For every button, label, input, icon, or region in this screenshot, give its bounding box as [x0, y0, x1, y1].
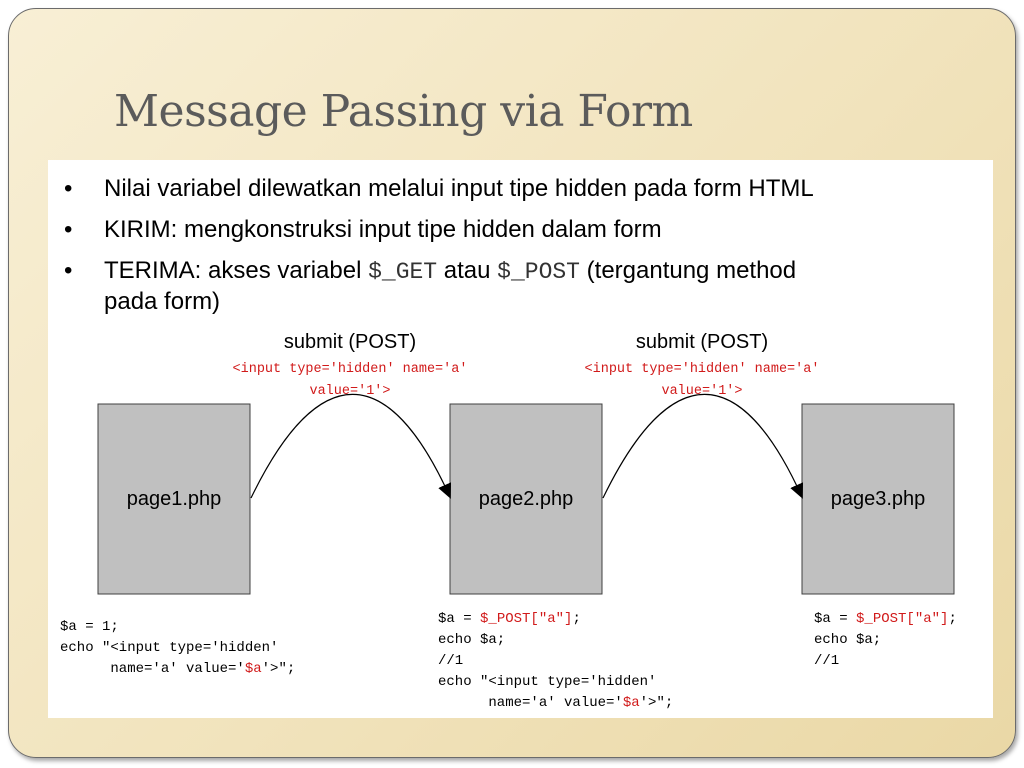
code-block-page3: $a = $_POST["a"];echo $a;//1: [814, 611, 957, 669]
code-get-var: $_GET: [368, 259, 438, 285]
arrow-2: [602, 393, 804, 499]
bullet-dot-icon: •: [64, 257, 73, 284]
bullet-text-suffix: (tergantung method: [579, 257, 797, 284]
bullet-text: KIRIM: mengkonstruksi input tipe hidden …: [104, 216, 662, 243]
arrow-1: [250, 393, 452, 499]
bullet-text-line2: pada form): [104, 288, 221, 315]
bullet-item: • Nilai variabel dilewatkan melalui inpu…: [48, 174, 993, 203]
code-line: //1: [814, 653, 839, 669]
code-line: //1: [438, 653, 463, 669]
arrow-label-1: submit (POST): [284, 331, 416, 353]
message-passing-diagram: page1.php page2.php page3.php submit (PO…: [60, 331, 957, 711]
code-token: '>";: [640, 695, 674, 711]
code-token-highlight: $a: [245, 661, 262, 677]
code-line: name='a' value='$a'>";: [438, 695, 673, 711]
code-line: echo "<input type='hidden': [60, 640, 278, 656]
code-token: echo $a;: [814, 632, 881, 648]
bullet-dot-icon: •: [64, 216, 73, 243]
code-token: name='a' value=': [438, 695, 623, 711]
code-token: echo $a;: [438, 632, 505, 648]
code-token: $a =: [814, 611, 856, 627]
code-token: echo "<input type='hidden': [438, 674, 656, 690]
code-line: $a = 1;: [60, 619, 119, 635]
code-line: name='a' value='$a'>";: [60, 661, 295, 677]
arrow-code-2b: value='1'>: [661, 384, 742, 399]
code-token: '>";: [262, 661, 296, 677]
bullet-text: Nilai variabel dilewatkan melalui input …: [104, 175, 814, 202]
bullet-text-mid: atau: [437, 257, 498, 284]
page-box-3: page3.php: [801, 403, 955, 595]
code-token: $a =: [438, 611, 480, 627]
arrow-code-1a: <input type='hidden' name='a': [233, 362, 468, 377]
arrow-label-2: submit (POST): [636, 331, 768, 353]
page-label-3: page3.php: [831, 488, 926, 510]
code-line: $a = $_POST["a"];: [438, 611, 581, 627]
code-line: echo "<input type='hidden': [438, 674, 656, 690]
page-box-2: page2.php: [449, 403, 603, 595]
code-line: echo $a;: [438, 632, 505, 648]
bullet-item: • KIRIM: mengkonstruksi input tipe hidde…: [48, 215, 993, 244]
code-token-highlight: $_POST["a"]: [480, 611, 572, 627]
bullet-item: • TERIMA: akses variabel $_GET atau $_PO…: [48, 256, 993, 316]
page-label-1: page1.php: [127, 488, 222, 510]
code-token-highlight: $_POST["a"]: [856, 611, 948, 627]
code-token: name='a' value=': [60, 661, 245, 677]
page-label-2: page2.php: [479, 488, 574, 510]
code-token: //1: [438, 653, 463, 669]
code-token: ;: [948, 611, 956, 627]
bullet-text-prefix: TERIMA: akses variabel: [104, 257, 369, 284]
arrow-code-1b: value='1'>: [309, 384, 390, 399]
code-token: ;: [572, 611, 580, 627]
code-token: $a = 1;: [60, 619, 119, 635]
slide-title: Message Passing via Form: [114, 86, 693, 137]
code-token: //1: [814, 653, 839, 669]
code-token-highlight: $a: [623, 695, 640, 711]
code-post-var: $_POST: [497, 259, 580, 285]
slide-content-panel: • Nilai variabel dilewatkan melalui inpu…: [48, 160, 993, 718]
code-line: echo $a;: [814, 632, 881, 648]
code-token: echo "<input type='hidden': [60, 640, 278, 656]
arrow-code-2a: <input type='hidden' name='a': [585, 362, 820, 377]
code-line: $a = $_POST["a"];: [814, 611, 957, 627]
page-box-1: page1.php: [97, 403, 251, 595]
bullet-dot-icon: •: [64, 175, 73, 202]
code-block-page1: $a = 1; echo "<input type='hidden' name='…: [60, 619, 295, 677]
bullet-list: • Nilai variabel dilewatkan melalui inpu…: [48, 174, 993, 328]
